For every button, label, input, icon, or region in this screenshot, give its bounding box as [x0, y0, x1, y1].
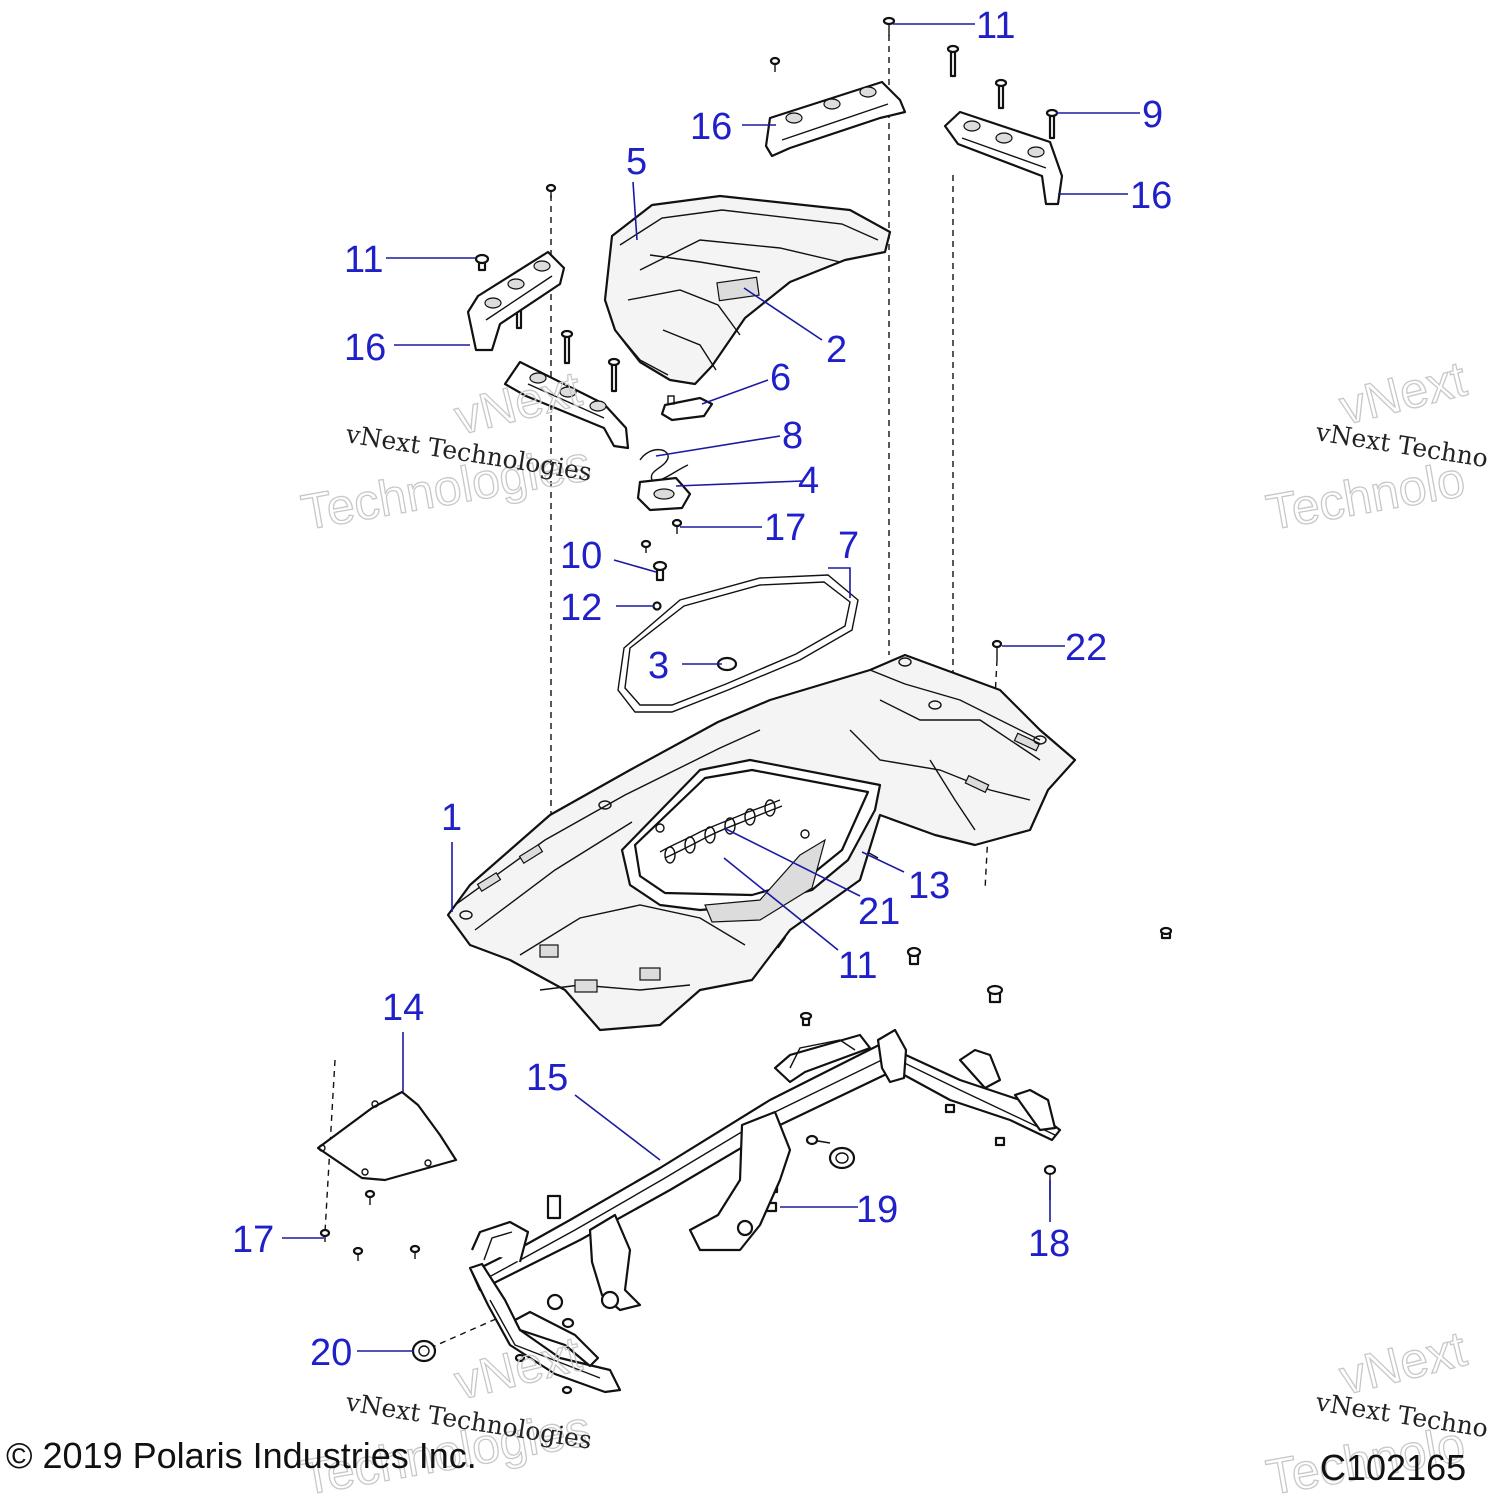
callout-9: 9	[1142, 94, 1163, 136]
bolt-19-a	[805, 1134, 831, 1146]
callout-11: 11	[976, 5, 1015, 47]
grommet-20	[411, 1339, 437, 1363]
callout-7: 7	[838, 525, 859, 567]
watermark-upper-left: vNext Technologies vNext Technologies	[297, 360, 595, 542]
latch-6	[660, 395, 714, 422]
callout-21: 21	[858, 891, 900, 933]
callout-18: 18	[1028, 1223, 1070, 1265]
callout-16: 16	[690, 106, 732, 148]
nut-rack-5	[944, 1103, 956, 1114]
callout-3: 3	[648, 645, 669, 687]
nut-12	[652, 601, 662, 611]
bracket-16-top	[764, 80, 907, 158]
bolt-left-4	[560, 329, 574, 365]
clip-8	[639, 448, 689, 482]
screw-mid-small	[640, 539, 652, 553]
bracket-16-left	[466, 250, 566, 352]
bolt-11-top	[882, 16, 896, 36]
callout-6: 6	[770, 357, 791, 399]
rivet-10	[652, 560, 668, 582]
watermark-big-1: vNext	[449, 1325, 587, 1410]
bolt-9	[1045, 108, 1059, 140]
screw-22	[991, 639, 1003, 660]
screw-14-c	[409, 1244, 421, 1259]
callout-17: 17	[232, 1219, 274, 1261]
callout-15: 15	[526, 1057, 568, 1099]
bolt-left-top	[545, 183, 557, 198]
screw-frame-a	[514, 1353, 526, 1363]
callout-10: 10	[560, 535, 602, 577]
watermark-upper-right: vNext Technolo vNext Techno	[1262, 350, 1491, 542]
bolt-11-left	[474, 253, 490, 272]
callout-19: 19	[856, 1189, 898, 1231]
callout-2: 2	[826, 329, 847, 371]
panel-14	[316, 1090, 458, 1182]
callout-17: 17	[764, 507, 806, 549]
screw-17-bottom	[319, 1228, 331, 1242]
bolt-right-2	[994, 78, 1008, 110]
bracket-lower-left	[503, 360, 630, 450]
seal-7	[617, 574, 859, 713]
screw-rack-3	[1159, 926, 1173, 940]
grommet-rack	[828, 1146, 856, 1170]
callout-12: 12	[560, 587, 602, 629]
callout-13: 13	[908, 865, 950, 907]
bracket-16-right	[943, 110, 1064, 206]
screw-frame-c	[561, 1317, 575, 1329]
callout-8: 8	[782, 415, 803, 457]
screw-14-a	[364, 1189, 376, 1205]
diagram-code: C102165	[1320, 1447, 1466, 1488]
rear-rack-1	[446, 653, 1077, 1032]
callout-16: 16	[344, 327, 386, 369]
callout-16: 16	[1130, 175, 1172, 217]
watermark-big-1: vNext	[449, 360, 587, 445]
screw-14-b	[352, 1246, 364, 1261]
callout-4: 4	[798, 460, 819, 502]
plate-4	[636, 476, 692, 512]
screw-rack-4	[799, 1011, 813, 1027]
callout-1: 1	[441, 797, 462, 839]
bolt-16-top	[769, 56, 781, 72]
callout-11: 11	[344, 239, 383, 281]
screw-17-mid	[671, 518, 683, 534]
callout-22: 22	[1065, 627, 1107, 669]
rear-frame-15	[468, 1028, 1062, 1394]
callout-labels: 11 16 9 16 5 11 16 2 6 8 4 17 10 7 12 22…	[232, 5, 1172, 1374]
bolt-left-5	[607, 357, 621, 393]
leader-lines	[282, 23, 1140, 1352]
callout-5: 5	[626, 141, 647, 183]
callout-20: 20	[310, 1332, 352, 1374]
screw-rack-2	[986, 984, 1004, 1004]
nut-rack-6	[994, 1136, 1006, 1147]
callout-14: 14	[382, 987, 424, 1029]
screw-frame-b	[561, 1385, 573, 1395]
bolt-long-right	[946, 44, 960, 78]
screw-rack-1	[906, 946, 922, 966]
copyright-text: © 2019 Polaris Industries Inc.	[6, 1435, 477, 1476]
callout-11: 11	[838, 945, 877, 987]
